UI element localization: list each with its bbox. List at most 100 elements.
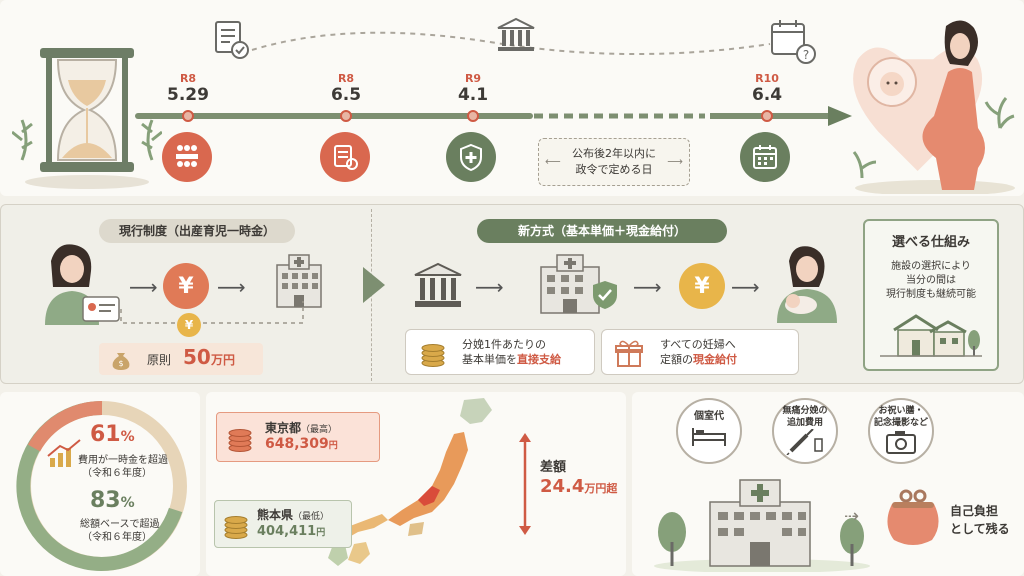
difference-arrow-icon xyxy=(519,433,531,535)
tokyo-note: （最高） xyxy=(301,425,338,435)
government-building-icon xyxy=(414,262,462,307)
pct1-line-2: （令和６年度） xyxy=(82,468,152,479)
card2-line1: すべての妊婦へ xyxy=(660,338,736,351)
certificate-scroll-icon xyxy=(320,132,370,182)
principle-amount: 50 xyxy=(183,345,211,369)
milestone-4-date: 6.4 xyxy=(751,85,783,105)
card1-line2: 基本単価を直接支給 xyxy=(462,352,561,367)
yen-coin-icon: ¥ xyxy=(163,263,209,309)
card1-line1: 分娩1件あたりの xyxy=(462,338,546,351)
mother-with-baby-illustration xyxy=(777,246,837,323)
new-method-title: 新方式（基本単価＋現金給付） xyxy=(477,219,727,243)
milestone-1-era: R8 xyxy=(179,72,197,85)
stats-panel: 61% 費用が一時金を超過 （令和６年度） 83% 総額ベースで超過 （令和６年… xyxy=(0,392,200,576)
tokyo-callout: 東京都（最高） 648,309円 xyxy=(216,412,380,462)
bed-icon xyxy=(692,428,726,446)
route-dashed-line xyxy=(251,31,771,56)
choice-line-2: 当分の間は xyxy=(906,275,956,286)
celebration-meal-item: お祝い膳・ 記念撮影など xyxy=(868,398,934,464)
calendar-icon xyxy=(740,132,790,182)
money-bag-icon: $ xyxy=(112,353,130,370)
map-panel: 東京都（最高） 648,309円 熊本県（最低） 404,411円 差額 24.… xyxy=(206,392,626,576)
hospital-with-shield-icon xyxy=(540,254,617,314)
bar-chart-rising-icon xyxy=(47,439,81,467)
burden-line-2: として残る xyxy=(950,522,1010,536)
kumamoto-note: （最低） xyxy=(293,512,330,522)
difference-label: 差額 xyxy=(540,460,567,475)
tokyo-label: 東京都 xyxy=(265,421,302,435)
painless-delivery-item: 無痛分娩の 追加費用 xyxy=(772,398,838,464)
arrow-right-icon: ⟶ xyxy=(217,275,246,299)
principle-label: 原則 xyxy=(147,353,172,367)
pregnant-woman-illustration xyxy=(852,20,1015,194)
calendar-question-icon: ? xyxy=(771,20,816,64)
pct2-line-2: （令和６年度） xyxy=(82,532,152,543)
cash-benefit-card: すべての妊婦へ 定額の現金給付 xyxy=(601,329,799,375)
hourglass-icon xyxy=(12,48,162,189)
current-system-title: 現行制度（出産育児一時金） xyxy=(99,219,295,243)
milestone-2-date: 6.5 xyxy=(330,85,362,105)
pct1-number: 61 xyxy=(90,422,121,447)
extra-costs-panel: 個室代 無痛分娩の 追加費用 お祝い膳・ 記念撮影など ⇢ 自己負担 として xyxy=(632,392,1024,576)
card1-line2a: 基本単価を xyxy=(462,353,517,366)
milestone-1-date: 5.29 xyxy=(167,85,209,105)
note-line-1: 公布後2年以内に xyxy=(572,147,656,160)
item2-line-2: 追加費用 xyxy=(786,418,823,428)
card2-line2: 定額の現金給付 xyxy=(660,352,737,367)
svg-text:$: $ xyxy=(118,359,123,368)
right-arrow-icon: ⟶ xyxy=(667,155,683,168)
item3-line-1: お祝い膳・ xyxy=(878,406,924,416)
pct1-line-1: 費用が一時金を超過 xyxy=(78,455,168,466)
system-comparison-panel: 現行制度（出産育児一時金） ⟶ ¥ ⟶ ¥ $ 原則 50 万円 新方式（基本単… xyxy=(0,204,1024,384)
woman-with-insurance-card-illustration xyxy=(45,244,120,325)
item3-line-2: 記念撮影など xyxy=(873,418,928,428)
payment-flow-dashed-line xyxy=(120,301,304,324)
chevron-right-icon xyxy=(363,267,385,303)
difference-value: 24.4万円超 xyxy=(540,476,617,497)
tokyo-value: 648,309 xyxy=(265,436,329,452)
pct2-unit: % xyxy=(120,495,135,511)
coin-stack-icon xyxy=(228,429,252,452)
burden-line-1: 自己負担 xyxy=(950,504,999,518)
card1-line2b: 直接支給 xyxy=(517,353,561,366)
ratio-ring-chart xyxy=(16,400,187,571)
choice-line-3: 現行制度も継続可能 xyxy=(886,289,976,300)
government-building-icon xyxy=(497,17,535,51)
pct2-line-1: 総額ベースで超過 xyxy=(80,519,160,530)
item2-line-1: 無痛分娩の xyxy=(782,406,828,416)
milestone-4-era: R10 xyxy=(755,72,779,85)
coin-stack-icon xyxy=(224,516,248,539)
arrow-right-icon: ⟶ xyxy=(731,275,760,299)
milestone-3-era: R9 xyxy=(464,72,482,85)
arrow-right-icon: ⟶ xyxy=(633,275,662,299)
timeline-panel: ? R8 5.29 R8 6.5 R9 4.1 R10 6.4 ⟵ ⟶ 公布後2… xyxy=(0,0,1024,196)
base-unit-price-card: 分娩1件あたりの 基本単価を直接支給 xyxy=(405,329,595,375)
tokyo-unit: 円 xyxy=(328,441,338,451)
kumamoto-value: 404,411 xyxy=(257,524,317,539)
principle-unit: 万円 xyxy=(211,353,236,367)
choice-title: 選べる仕組み xyxy=(891,235,970,250)
meeting-icon xyxy=(162,132,212,182)
note-line-2: 政令で定める日 xyxy=(575,163,653,176)
difference-unit: 万円超 xyxy=(584,482,618,495)
hospital-landscape-illustration xyxy=(654,479,870,572)
coin-purse-icon xyxy=(887,489,939,545)
kumamoto-label: 熊本県 xyxy=(257,508,294,522)
pct1-unit: % xyxy=(120,429,135,445)
pct2-value: 83% xyxy=(90,488,135,513)
pct2-number: 83 xyxy=(90,488,121,513)
left-arrow-icon: ⟵ xyxy=(545,155,561,168)
private-room-item: 個室代 xyxy=(676,398,742,464)
camera-icon xyxy=(886,431,916,454)
kumamoto-callout: 熊本県（最低） 404,411円 xyxy=(214,500,352,548)
shield-plus-icon xyxy=(446,132,496,182)
syringe-icon xyxy=(786,428,823,456)
svg-text:?: ? xyxy=(803,48,809,62)
coin-stack-icon xyxy=(421,344,445,367)
milestone-3-date: 4.1 xyxy=(457,85,489,105)
kumamoto-unit: 円 xyxy=(316,528,326,538)
pct1-value: 61% xyxy=(90,422,135,447)
undetermined-date-note: ⟵ ⟶ 公布後2年以内に 政令で定める日 xyxy=(538,138,690,186)
yen-coin-small-icon: ¥ xyxy=(177,313,201,337)
house-icon xyxy=(880,314,982,357)
